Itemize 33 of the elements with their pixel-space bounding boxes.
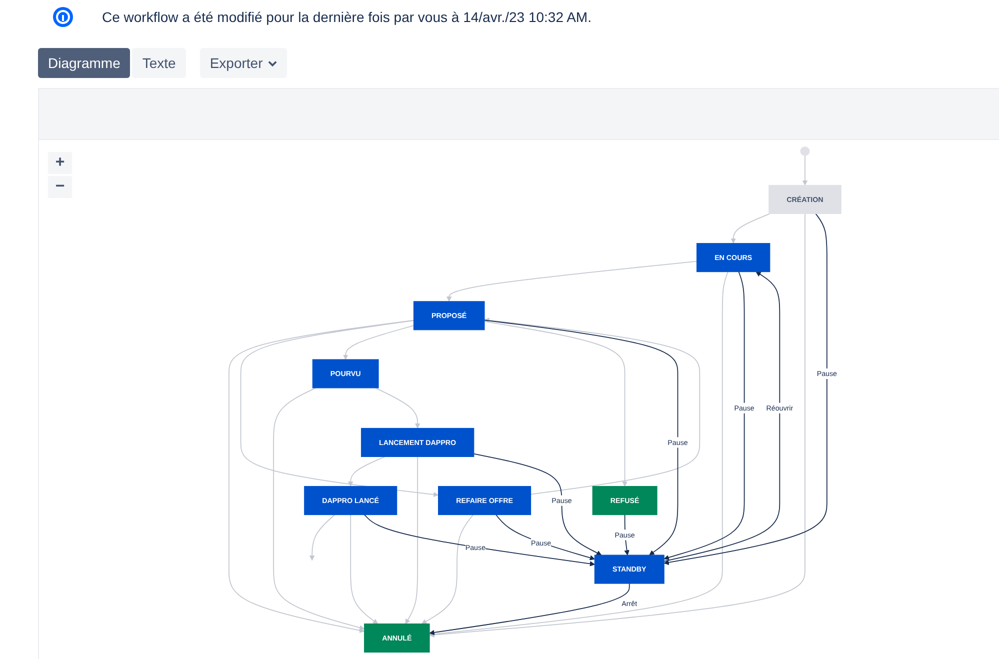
arrow bbox=[342, 325, 414, 360]
arrow bbox=[484, 318, 700, 495]
arrow bbox=[664, 271, 745, 560]
arrow bbox=[350, 514, 378, 624]
node-circle bbox=[800, 146, 810, 156]
arrow bbox=[446, 260, 698, 302]
arrow bbox=[664, 272, 780, 562]
arrow bbox=[309, 514, 336, 561]
arrow bbox=[405, 456, 418, 624]
export-dropdown: Exporter bbox=[200, 48, 287, 78]
arrow bbox=[730, 213, 770, 244]
zoom-out-button: − bbox=[48, 176, 72, 198]
text-tab: Texte bbox=[132, 48, 186, 78]
arrow bbox=[240, 320, 439, 498]
arrow bbox=[364, 514, 595, 566]
arrow bbox=[496, 514, 595, 560]
arrow bbox=[429, 271, 728, 637]
arrow bbox=[422, 514, 474, 624]
status-message: Ce workflow a été modifié pour la dernière fois par vous à 14/avr./23 10:32 AM. bbox=[102, 9, 592, 25]
arrow bbox=[429, 213, 806, 638]
arrow bbox=[429, 583, 630, 636]
arrow bbox=[802, 155, 808, 186]
arrow bbox=[348, 456, 386, 487]
arrow bbox=[664, 213, 828, 565]
zoom-in-button: + bbox=[48, 152, 72, 174]
diagram-tab: Diagramme bbox=[38, 48, 130, 78]
arrow bbox=[624, 514, 630, 556]
arrow bbox=[273, 388, 365, 630]
arrow bbox=[374, 388, 420, 428]
arrow bbox=[484, 321, 628, 487]
arrow bbox=[473, 453, 602, 556]
arrow bbox=[484, 320, 678, 556]
arrow bbox=[228, 320, 414, 633]
